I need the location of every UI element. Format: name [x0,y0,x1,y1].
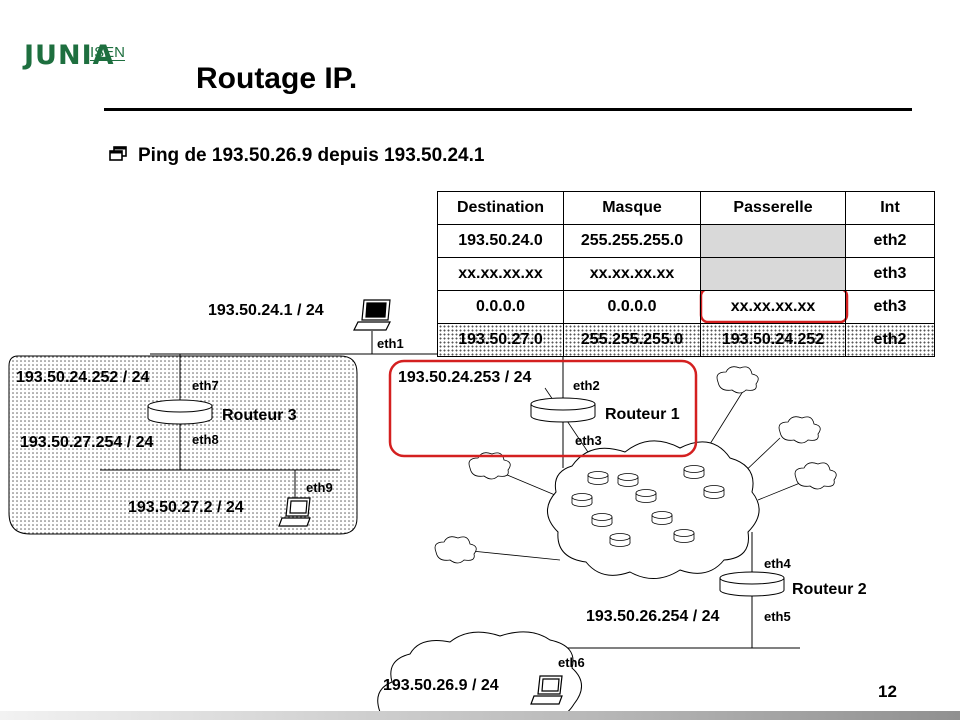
window-bullet-icon [109,146,127,161]
table-row: 193.50.27.0 255.255.255.0 193.50.24.252 … [437,323,935,357]
eth8-label: eth8 [192,432,219,447]
cell-int: eth2 [845,323,935,357]
cell-int: eth3 [845,257,935,291]
cell-int: eth3 [845,290,935,324]
cell-int: eth2 [845,224,935,258]
router3-ip-top: 193.50.24.252 / 24 [16,369,150,386]
router1-highlight-box [388,359,698,458]
col-destination: Destination [437,191,564,225]
cell-masque: 0.0.0.0 [563,290,701,324]
table-row: 193.50.24.0 255.255.255.0 eth2 [437,224,935,258]
footer-bar [0,711,960,720]
routing-table-header: Destination Masque Passerelle Int [437,191,935,225]
computer-r3-icon [278,497,311,527]
small-clouds [434,366,837,564]
cloud-routers [571,465,725,547]
page-number: 12 [878,682,897,701]
ping-description: Ping de 193.50.26.9 depuis 193.50.24.1 [138,145,485,166]
table-row: xx.xx.xx.xx xx.xx.xx.xx eth3 [437,257,935,291]
cell-destination: 193.50.27.0 [437,323,564,357]
router3-ip-bottom: 193.50.27.254 / 24 [20,434,154,451]
eth5-label: eth5 [764,609,791,624]
computer-top-icon [353,299,391,331]
host-r3-ip: 193.50.27.2 / 24 [128,499,244,516]
router2-label: Routeur 2 [792,581,867,598]
routing-table: Destination Masque Passerelle Int 193.50… [437,191,935,357]
router2-icon [719,571,785,597]
eth2-label: eth2 [573,378,600,393]
col-masque: Masque [563,191,701,225]
internet-cloud [547,440,760,579]
cell-destination: 193.50.24.0 [437,224,564,258]
junia-logo: JUNIA [24,40,115,71]
cell-passerelle: xx.xx.xx.xx [700,290,846,324]
col-passerelle: Passerelle [700,191,846,225]
router2-ip: 193.50.26.254 / 24 [586,608,720,625]
router1-label: Routeur 1 [605,406,680,423]
router1-ip: 193.50.24.253 / 24 [398,369,532,386]
eth1-label: eth1 [377,336,404,351]
title-underline [104,108,912,111]
lan-26-cloud [377,631,582,717]
router1-icon [530,397,596,423]
table-row: 0.0.0.0 0.0.0.0 xx.xx.xx.xx eth3 [437,290,935,324]
cell-passerelle: 193.50.24.252 [700,323,846,357]
eth3-label: eth3 [575,433,602,448]
router3-label: Routeur 3 [222,407,297,424]
host-top-ip: 193.50.24.1 / 24 [208,302,324,319]
col-int: Int [845,191,935,225]
cell-passerelle [700,224,846,258]
eth7-label: eth7 [192,378,219,393]
cell-destination: xx.xx.xx.xx [437,257,564,291]
host-bottom-ip: 193.50.26.9 / 24 [383,677,499,694]
eth9-label: eth9 [306,480,333,495]
cell-passerelle [700,257,846,291]
cell-masque: 255.255.255.0 [563,323,701,357]
slide-title: Routage IP. [196,62,358,95]
isen-logo: ISEN [90,44,126,61]
cell-masque: xx.xx.xx.xx [563,257,701,291]
cell-destination: 0.0.0.0 [437,290,564,324]
eth6-label: eth6 [558,655,585,670]
router3-network-area [8,355,358,535]
computer-bottom-icon [530,675,563,705]
router3-icon [147,399,213,425]
cell-masque: 255.255.255.0 [563,224,701,258]
eth4-label: eth4 [764,556,791,571]
